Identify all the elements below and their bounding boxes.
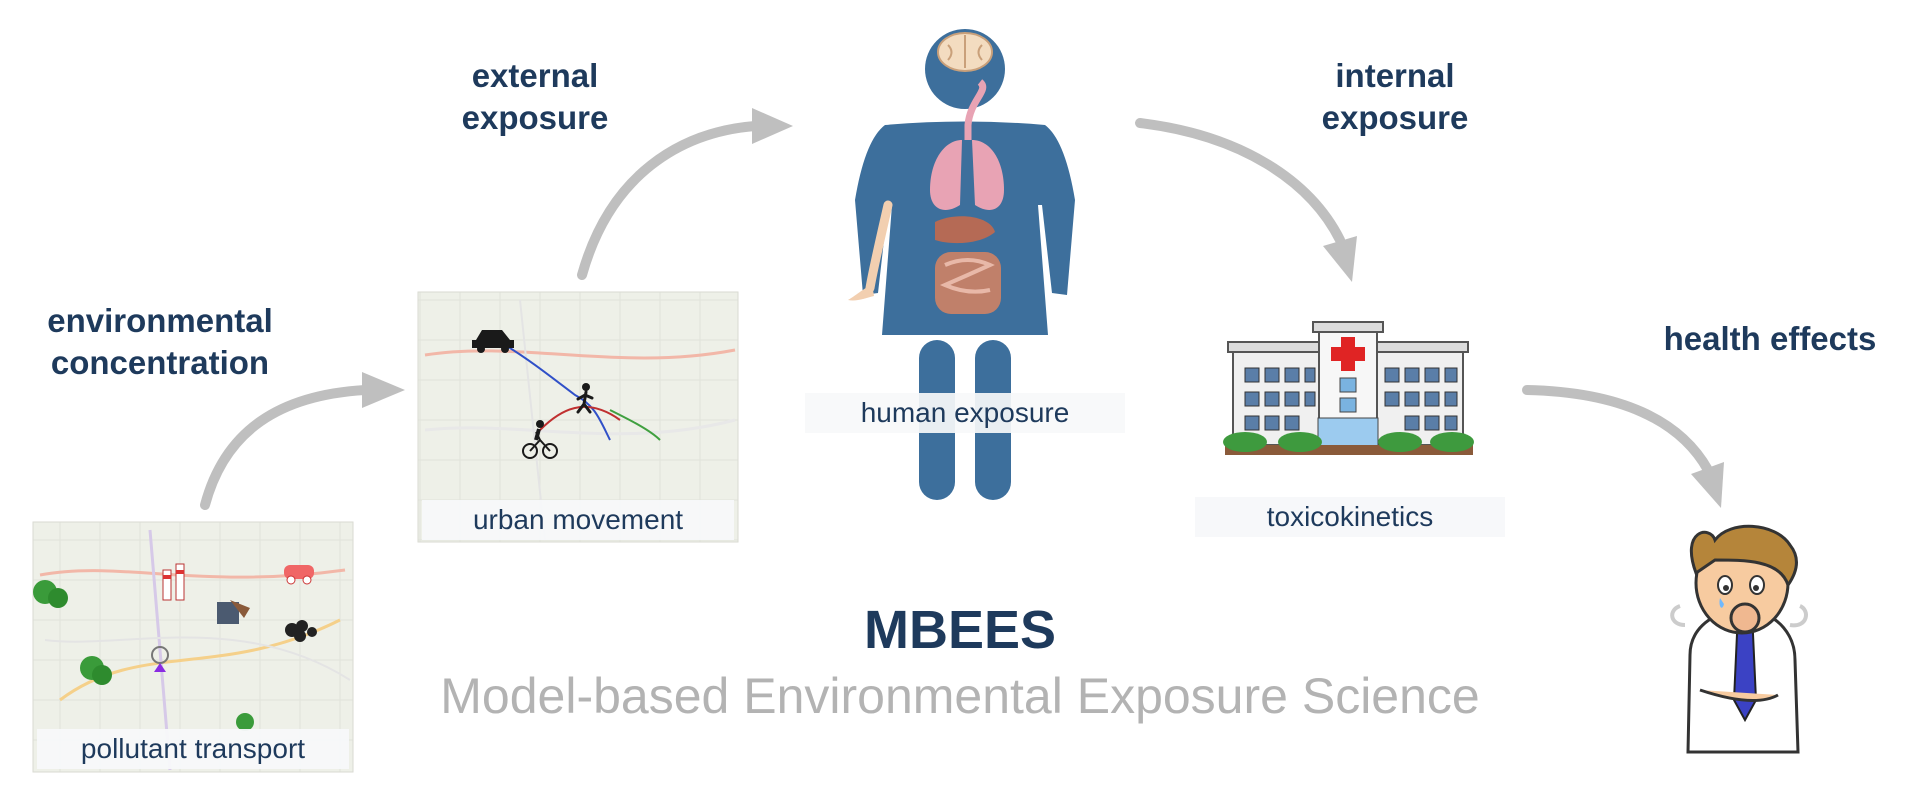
caption-toxicokinetics: toxicokinetics [1195,497,1505,537]
caption-urban-movement: urban movement [422,500,734,540]
label-line: exposure [461,99,609,136]
hospital-icon [1223,321,1474,455]
label-external-exposure: external exposure [420,55,650,139]
car-icon [472,330,514,353]
bin-icon [217,602,239,624]
label-environmental-concentration: environmental concentration [20,300,300,384]
label-line: exposure [1321,99,1469,136]
tree-icon [33,580,254,731]
arrow-urban-to-human [577,108,793,280]
pollution-cloud-icon [285,620,317,642]
factory-icon [162,563,185,601]
caption-pollutant-transport: pollutant transport [37,729,349,769]
arrow-human-to-toxico [1135,118,1357,282]
car-icon [284,565,314,585]
page-title: MBEES [863,600,1057,660]
caption-human-exposure: human exposure [805,393,1125,433]
label-line: internal [1335,57,1455,94]
label-line: external [471,57,599,94]
organs-icon [935,216,1001,314]
sick-person-icon [1670,524,1808,754]
human-silhouette [848,29,1075,500]
bicycle-icon [522,420,558,459]
pedestrian-icon [576,383,594,414]
label-line: environmental [47,302,273,339]
hedge-icon [1223,432,1474,455]
label-health-effects: health effects [1663,320,1877,357]
brain-icon [937,32,993,72]
arrow-env-to-urban [200,372,405,510]
arrow-toxico-to-health [1522,385,1724,508]
page-subtitle: Model-based Environmental Exposure Scien… [440,668,1480,724]
label-internal-exposure: internal exposure [1280,55,1510,139]
measurement-icon [151,646,169,672]
label-line: concentration [50,344,270,381]
lungs-icon [930,140,1004,210]
